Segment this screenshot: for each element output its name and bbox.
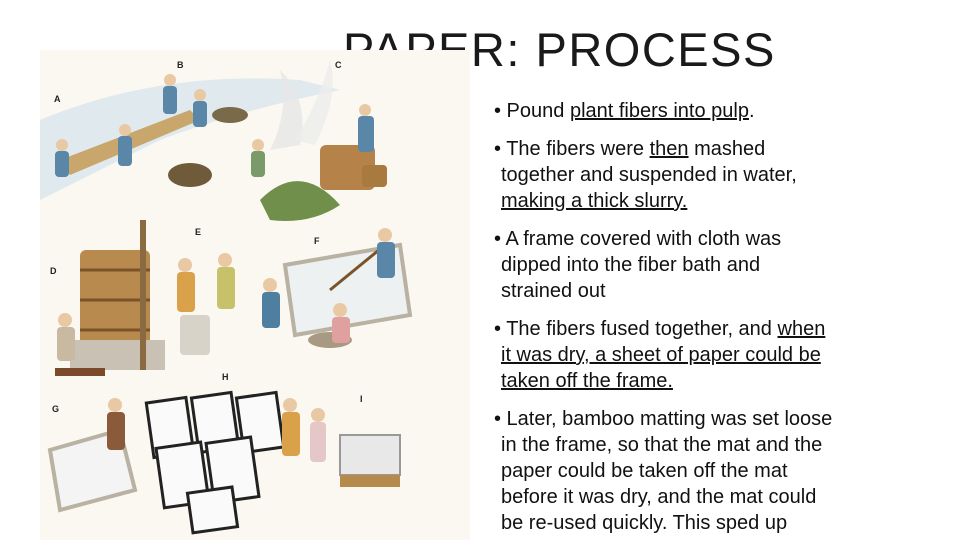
firewood <box>55 368 105 376</box>
bullet-line: • The fibers fused together, and when <box>494 316 924 342</box>
bullet-text: dipped into the fiber bath and <box>501 254 761 276</box>
wooden-pole <box>140 220 146 370</box>
pulp-jar <box>180 315 210 355</box>
bullet-line: • The fibers were then mashed <box>494 136 924 162</box>
stirring-pole <box>329 243 386 292</box>
steaming-vat <box>80 250 150 345</box>
bullet-text: paper could be taken off the mat <box>501 460 788 482</box>
bullet-text: before it was dry, and the mat could <box>501 486 817 508</box>
bullet-line: be re-used quickly. This sped up <box>494 510 924 536</box>
label-g: G <box>52 404 59 414</box>
bullet-line: taken off the frame. <box>494 368 924 394</box>
stone-furnace <box>70 340 165 370</box>
worker-figures <box>107 398 326 462</box>
scene-labels: A B C D E F G H I <box>50 60 363 414</box>
bullet-text: • The fibers fused together, and <box>494 318 778 340</box>
river-shape <box>40 78 340 200</box>
bullet-line: • Later, bamboo matting was set loose <box>494 406 924 432</box>
basket <box>168 163 212 187</box>
bullet-text: then <box>649 138 689 160</box>
bullet-text: be re-used quickly. This sped up <box>501 512 788 534</box>
steam-cloud <box>270 70 303 150</box>
press-board <box>340 475 400 487</box>
bullet-text: mashed <box>688 138 766 160</box>
bullet-line: • A frame covered with cloth was <box>494 226 924 252</box>
bullet-line: before it was dry, and the mat could <box>494 484 924 510</box>
bullet-text: taken off the frame. <box>501 370 673 392</box>
bullet-line: dipped into the fiber bath and <box>494 252 924 278</box>
label-e: E <box>195 227 201 237</box>
bullet-text: • Pound <box>494 100 570 122</box>
steam-cloud <box>295 60 333 145</box>
bullet-text: making a thick slurry. <box>501 190 688 212</box>
bullet-line: making a thick slurry. <box>494 188 924 214</box>
papermaking-illustration: A B C D E F G H I <box>40 50 470 540</box>
label-a: A <box>54 94 61 104</box>
worker-figures <box>57 228 395 361</box>
bullet-line: it was dry, a sheet of paper could be <box>494 342 924 368</box>
bullet-text: . <box>748 100 755 122</box>
label-c-top: C <box>335 60 342 70</box>
bullet-text: when <box>777 318 826 340</box>
drying-frames <box>144 390 286 535</box>
bullet-line: strained out <box>494 278 924 304</box>
label-h: H <box>222 372 229 382</box>
label-b: B <box>177 60 184 70</box>
bullet-text: • The fibers were <box>494 138 650 160</box>
worker-figures <box>55 74 374 177</box>
wooden-tub <box>320 145 375 190</box>
label-i: I <box>360 394 363 404</box>
bullet-text: it was dry, a sheet of paper could be <box>501 344 821 366</box>
bullet-text: plant fibers into pulp <box>569 100 749 122</box>
bullet-line: paper could be taken off the mat <box>494 458 924 484</box>
bullet-item: • Later, bamboo matting was set loose in … <box>494 406 924 536</box>
bullet-item: • Pound plant fibers into pulp. <box>494 98 924 124</box>
plant-fibers-pile <box>260 181 340 221</box>
bullet-list: • Pound plant fibers into pulp. • The fib… <box>494 98 924 548</box>
bullet-text: together and suspended in water, <box>501 164 797 186</box>
bullet-item: • A frame covered with cloth was dipped i… <box>494 226 924 304</box>
label-d: D <box>50 266 57 276</box>
bullet-text: strained out <box>501 280 606 302</box>
paper-stack <box>339 434 401 476</box>
bullet-line: • Pound plant fibers into pulp. <box>494 98 924 124</box>
bullet-text: • Later, bamboo matting was set loose <box>494 408 833 430</box>
bullet-text: in the frame, so that the mat and the <box>501 434 823 456</box>
basket <box>212 107 248 123</box>
bullet-line: in the frame, so that the mat and the <box>494 432 924 458</box>
bullet-text: • A frame covered with cloth was <box>494 228 782 250</box>
label-f: F <box>314 236 320 246</box>
bucket <box>362 165 387 187</box>
bullet-line: together and suspended in water, <box>494 162 924 188</box>
